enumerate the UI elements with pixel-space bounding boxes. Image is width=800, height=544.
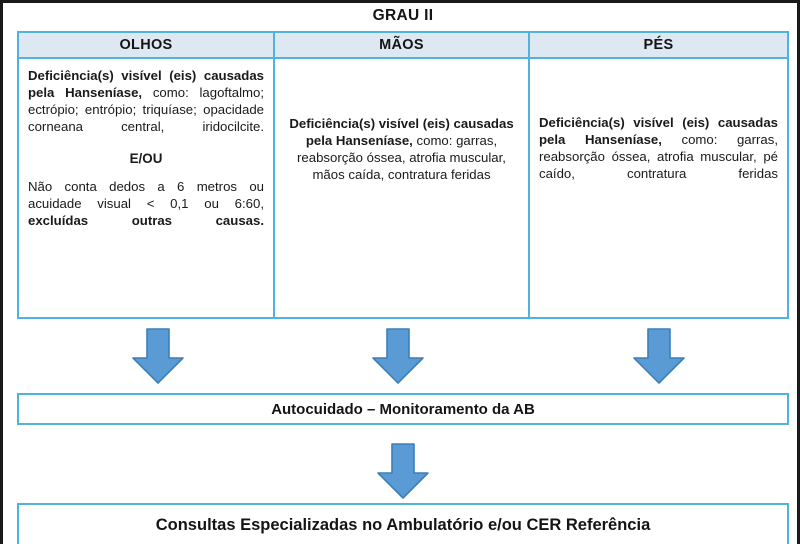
olhos-rest: como: lagoftalmo; ectrópio; entrópio; tr…	[28, 85, 264, 135]
olhos-paragraph-1: Deficiência(s) visível (eis) causadas pe…	[28, 67, 264, 136]
arrow-autocuidado-down-icon	[375, 443, 431, 499]
cell-pes: Deficiência(s) visível (eis) causadas pe…	[530, 59, 787, 317]
pes-inner: Deficiência(s) visível (eis) causadas pe…	[539, 67, 778, 183]
column-header-olhos: OLHOS	[19, 33, 275, 57]
cell-olhos: Deficiência(s) visível (eis) causadas pe…	[19, 59, 275, 317]
olhos-lead-2: Não conta dedos a 6 metros ou acuidade v…	[28, 179, 264, 212]
grade-matrix-table: OLHOS MÃOS PÉS Deficiência(s) visível (e…	[17, 31, 789, 319]
flow-box-autocuidado: Autocuidado – Monitoramento da AB	[17, 393, 789, 425]
arrow-olhos-down-icon	[130, 328, 186, 384]
table-body-row: Deficiência(s) visível (eis) causadas pe…	[19, 59, 787, 317]
olhos-eou-divider: E/OU	[129, 150, 163, 166]
page-title: GRAU II	[372, 7, 434, 24]
cell-maos: Deficiência(s) visível (eis) causadas pe…	[275, 59, 530, 317]
table-header-row: OLHOS MÃOS PÉS	[19, 33, 787, 59]
maos-inner: Deficiência(s) visível (eis) causadas pe…	[284, 67, 519, 184]
column-header-pes: PÉS	[530, 33, 787, 57]
pes-rest: como: garras, reabsorção óssea, atrofia …	[539, 132, 778, 182]
pes-paragraph-1: Deficiência(s) visível (eis) causadas pe…	[539, 114, 778, 183]
olhos-bold-lead: Deficiência(s) visível (eis) causadas pe…	[28, 68, 264, 101]
arrow-maos-down-icon	[370, 328, 426, 384]
maos-rest: como: garras, reabsorção óssea, atrofia …	[297, 133, 506, 183]
arrow-pes-down-icon	[631, 328, 687, 384]
pes-bold-lead: Deficiência(s) visível (eis) causadas pe…	[539, 115, 778, 148]
maos-bold-lead: Deficiência(s) visível (eis) causadas pe…	[289, 116, 514, 149]
column-header-maos: MÃOS	[275, 33, 530, 57]
olhos-bold-tail: excluídas outras causas.	[28, 213, 264, 229]
flow-box-consultas: Consultas Especializadas no Ambulatório …	[17, 503, 789, 544]
maos-paragraph-1: Deficiência(s) visível (eis) causadas pe…	[284, 115, 519, 184]
olhos-paragraph-2: Não conta dedos a 6 metros ou acuidade v…	[28, 178, 264, 229]
